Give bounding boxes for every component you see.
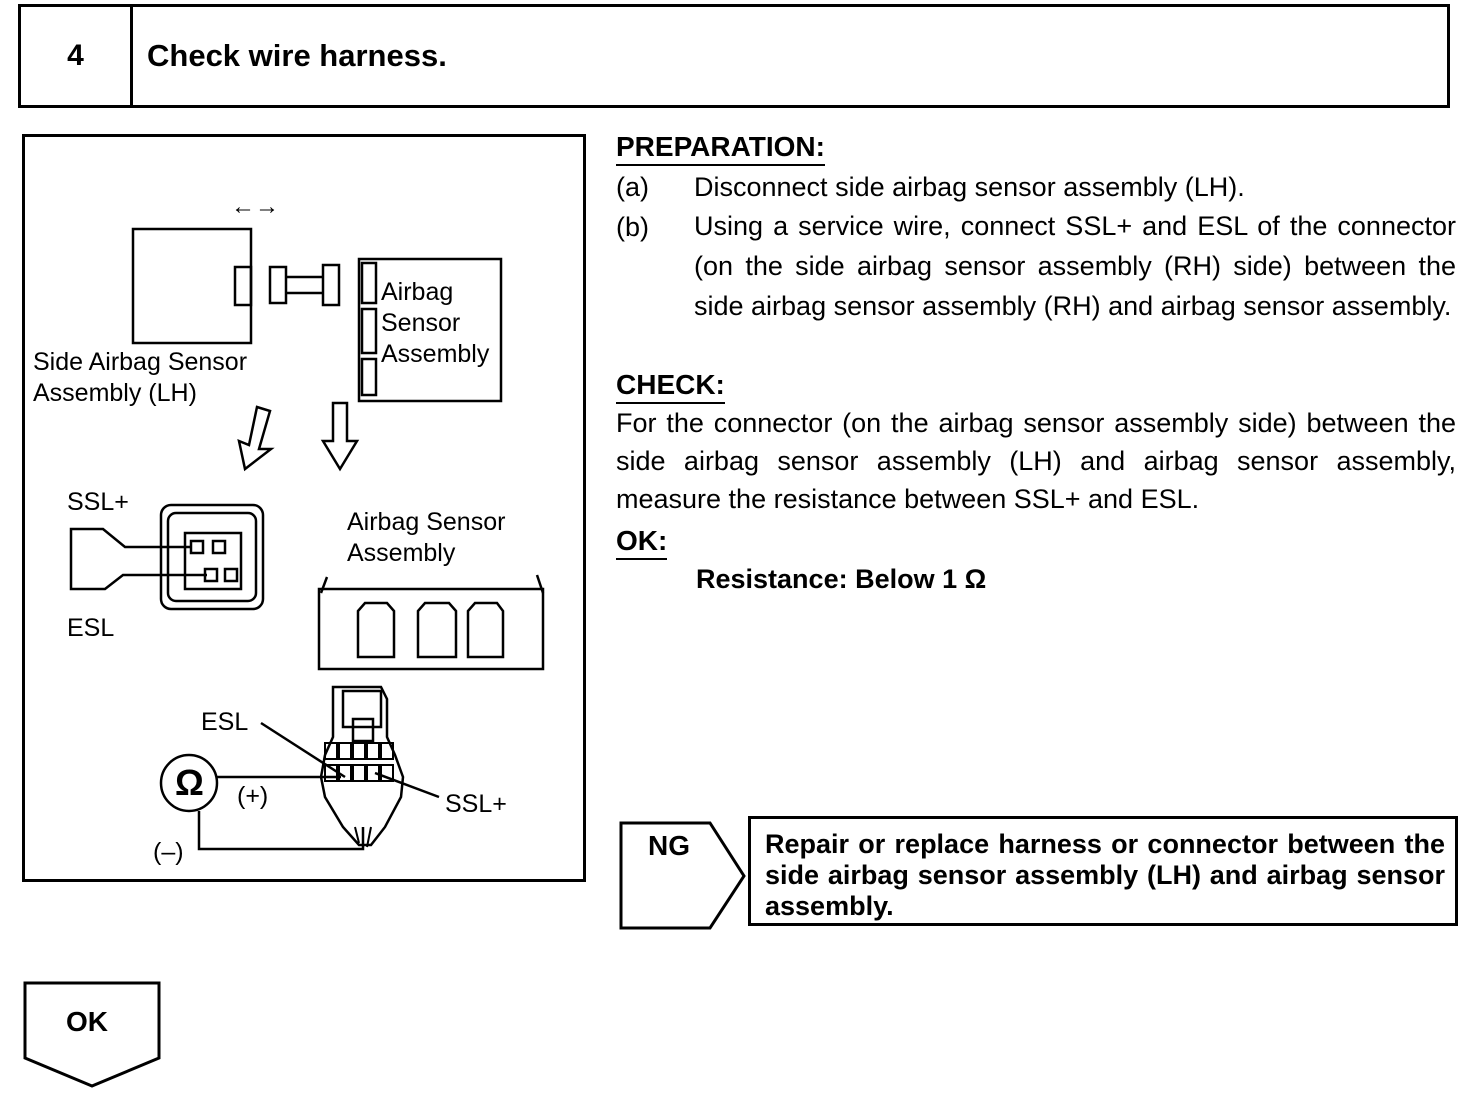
step-title: Check wire harness. [147, 38, 447, 73]
label-esl-connector: ESL [67, 614, 115, 642]
label-minus-probe: (–) [153, 838, 184, 866]
down-arrow-left [237, 405, 275, 472]
label-airbag-sensor-mid: Airbag Sensor Assembly [347, 508, 506, 567]
prep-step-b-label: (b) [616, 212, 649, 242]
direction-arrows: ←→ [231, 193, 279, 220]
ok-spec-heading: OK: [616, 524, 668, 560]
wiring-diagram-drawing [69, 227, 545, 851]
ng-action-box: Repair or replace harness or connector b… [748, 816, 1458, 926]
step-number: 4 [21, 7, 133, 105]
service-wire-loop [69, 527, 207, 591]
ng-action-text: Repair or replace harness or connector b… [765, 829, 1445, 921]
label-ssl-plus-harness: SSL+ [445, 790, 507, 818]
ok-label: OK [66, 1006, 108, 1037]
check-text: For the connector (on the airbag sensor … [616, 408, 1456, 514]
step-header: 4 Check wire harness. [18, 4, 1450, 108]
ng-label: NG [648, 830, 690, 861]
down-arrow-right [320, 401, 360, 472]
airbag-sensor-box-top [357, 257, 503, 403]
harness-connector [319, 685, 405, 847]
ohmmeter [159, 753, 219, 813]
label-plus-probe: (+) [237, 782, 269, 810]
ohm-icon: Ω [175, 762, 204, 803]
label-side-airbag-sensor: Side Airbag Sensor Assembly (LH) [33, 348, 248, 407]
ng-tag [619, 821, 746, 930]
side-airbag-sensor-box [131, 227, 253, 345]
label-airbag-sensor-top: Airbag Sensor Assembly [381, 278, 490, 368]
prep-step-a-label: (a) [616, 172, 649, 202]
preparation-heading: PREPARATION: [616, 130, 825, 166]
ok-spec-text: Resistance: Below 1 Ω [696, 564, 987, 594]
prep-step-b-text: Using a service wire, connect SSL+ and E… [694, 211, 1456, 321]
check-heading: CHECK: [616, 368, 725, 404]
ok-tag [23, 981, 161, 1088]
label-esl-harness: ESL [201, 708, 249, 736]
prep-step-a-text: Disconnect side airbag sensor assembly (… [694, 172, 1245, 202]
wiring-diagram: ←→ Side Airbag Sensor Assembly (LH) Airb… [22, 134, 586, 882]
airbag-sensor-box-mid [317, 587, 545, 671]
label-ssl-plus-connector: SSL+ [67, 488, 129, 516]
lh-connector [159, 503, 265, 611]
